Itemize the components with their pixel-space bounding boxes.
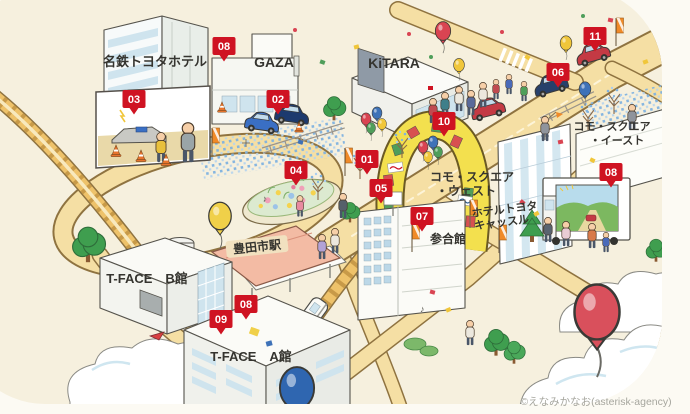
marker-02-parked-cars: 02 bbox=[266, 90, 290, 115]
label-como-square-east: コモ・スクエア bbox=[574, 120, 651, 133]
marker-08-meitetsu-hotel: 08 bbox=[212, 37, 236, 62]
marker-08-ad-truck: 08 bbox=[599, 163, 623, 188]
label-sangokan: 参合館 bbox=[430, 231, 466, 246]
label-t-face-a: T-FACE A館 bbox=[210, 349, 292, 364]
label-como-square-west-2: ・ウェスト bbox=[436, 184, 496, 198]
svg-text:05: 05 bbox=[375, 183, 387, 195]
marker-08-t-face: 08 bbox=[234, 295, 258, 320]
label-t-face-b: T-FACE B館 bbox=[106, 271, 188, 286]
marker-10-street-trees: 10 bbox=[432, 112, 456, 137]
svg-text:08: 08 bbox=[218, 41, 230, 53]
flag-icon bbox=[148, 331, 165, 341]
race-car-icon bbox=[111, 126, 167, 144]
svg-text:08: 08 bbox=[605, 167, 617, 179]
marker-03-billboard: 03 bbox=[122, 90, 146, 115]
guard-rail bbox=[261, 91, 597, 154]
svg-text:01: 01 bbox=[361, 154, 373, 166]
confetti: ♪ ♪ bbox=[262, 14, 649, 314]
label-kitara: KiTARA bbox=[368, 55, 420, 71]
svg-text:07: 07 bbox=[416, 211, 428, 223]
billboard-demo-panel bbox=[95, 85, 211, 169]
marker-07-sangokan: 07 bbox=[410, 207, 434, 232]
svg-text:04: 04 bbox=[290, 165, 303, 177]
marker-06-car-road: 06 bbox=[546, 63, 570, 88]
trees bbox=[72, 86, 662, 365]
copyright-credit: ©えなみかなお(asterisk-agency) bbox=[520, 396, 671, 408]
truck-screen bbox=[555, 184, 619, 232]
label-como-square-east-2: ・イースト bbox=[590, 134, 644, 147]
svg-text:08: 08 bbox=[240, 299, 252, 311]
music-note-icon: ♪ bbox=[420, 304, 425, 314]
label-meitetsu-toyota-hotel: 名鉄トヨタホテル bbox=[103, 54, 207, 69]
marker-09-t-face: 09 bbox=[209, 310, 233, 335]
music-note-icon: ♪ bbox=[262, 193, 268, 204]
conifer-icon bbox=[519, 209, 545, 242]
label-gaza: GAZA bbox=[254, 54, 294, 70]
svg-text:02: 02 bbox=[272, 94, 284, 106]
ad-truck bbox=[542, 177, 631, 245]
map-markers: 08 03 02 04 01 05 10 06 11 08 07 09 bbox=[122, 27, 623, 335]
label-como-square-west: コモ・スクエア bbox=[430, 170, 514, 184]
marker-01-event-gate: 01 bbox=[355, 150, 379, 175]
svg-text:06: 06 bbox=[552, 67, 564, 79]
marker-04-flower-bed: 04 bbox=[284, 161, 308, 186]
marker-11-car-road: 11 bbox=[583, 27, 607, 52]
label-toyota-city-station: 豊田市駅 bbox=[225, 235, 289, 258]
svg-text:11: 11 bbox=[589, 31, 601, 43]
svg-text:豊田市駅: 豊田市駅 bbox=[232, 236, 282, 256]
svg-text:09: 09 bbox=[215, 314, 227, 326]
flower-bed bbox=[242, 178, 342, 226]
marker-05-event-gate: 05 bbox=[369, 179, 393, 204]
lightning-icon bbox=[119, 109, 126, 123]
svg-text:03: 03 bbox=[128, 94, 140, 106]
svg-text:10: 10 bbox=[438, 116, 450, 128]
gate-sign bbox=[387, 161, 404, 174]
crosswalk bbox=[498, 47, 533, 73]
